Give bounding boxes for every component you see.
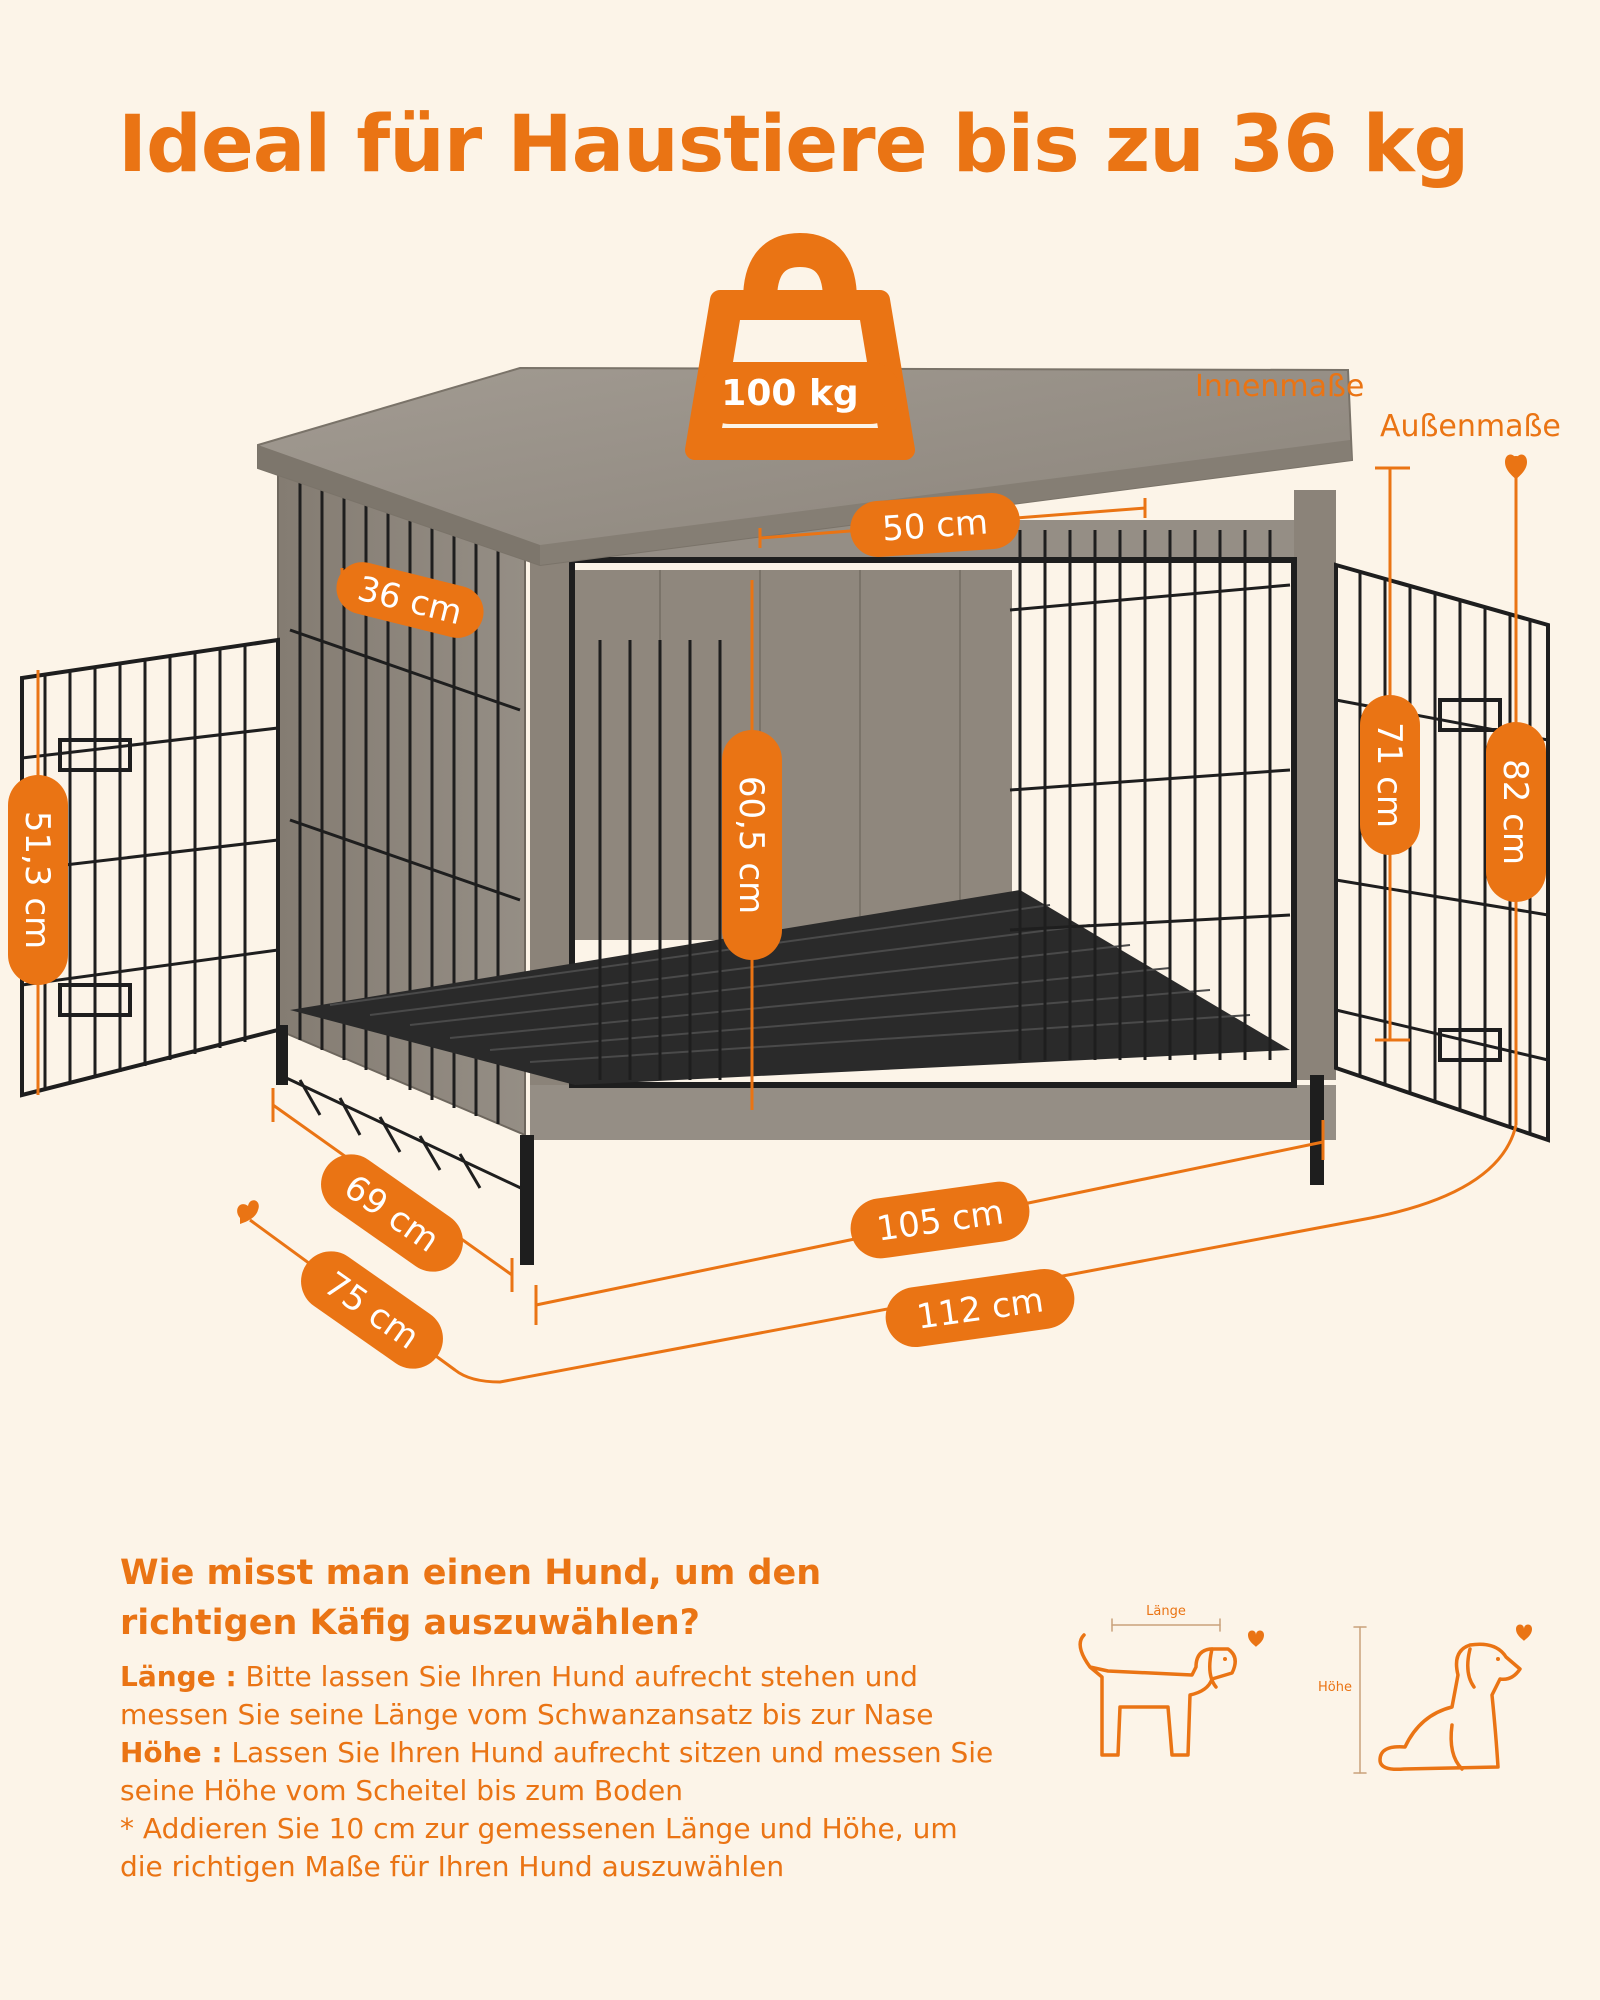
- legend-inner: Innenmaße: [1195, 369, 1364, 404]
- headline: Ideal für Haustiere bis zu 36 kg: [118, 100, 1469, 190]
- product-illustration: 100 kg Innenmaße Außenmaße: [8, 232, 1561, 1384]
- heart-icon: [1505, 454, 1527, 480]
- legend-outer: Außenmaße: [1380, 409, 1561, 444]
- pill-71cm: 71 cm: [1360, 695, 1420, 855]
- pill-513cm: 51,3 cm: [8, 775, 68, 985]
- pill-112cm: 112 cm: [885, 1268, 1075, 1348]
- pill-82cm: 82 cm: [1486, 722, 1546, 902]
- heart-icon: [1248, 1630, 1264, 1647]
- dog-measure-icons: Länge Höhe: [1078, 1604, 1532, 1774]
- pill-50cm: 50 cm: [850, 493, 1020, 557]
- heart-icon: [880, 390, 902, 414]
- svg-text:51,3 cm: 51,3 cm: [17, 811, 57, 949]
- measuring-guide: Wie misst man einen Hund, um den richtig…: [120, 1548, 1000, 1886]
- weight-label: 100 kg: [721, 373, 858, 414]
- crate-leg-back-left: [276, 1025, 288, 1085]
- guide-length: Länge : Bitte lassen Sie Ihren Hund aufr…: [120, 1660, 934, 1731]
- crate-back-panel: [572, 570, 1012, 940]
- weight-icon: 100 kg: [685, 232, 915, 460]
- svg-text:60,5 cm: 60,5 cm: [731, 776, 771, 914]
- dog-crate: [20, 366, 1550, 1265]
- crate-front-right-post: [1294, 490, 1336, 1080]
- heart-icon: [237, 1200, 259, 1224]
- crate-front-bottom-rail: [530, 1085, 1336, 1140]
- standing-dog-icon: [1078, 1618, 1237, 1757]
- sitting-dog-icon: [1353, 1626, 1522, 1774]
- guide-title: Wie misst man einen Hund, um den richtig…: [120, 1553, 822, 1643]
- pill-105cm: 105 cm: [850, 1181, 1030, 1259]
- svg-text:50 cm: 50 cm: [881, 502, 989, 549]
- standing-dog-label: Länge: [1146, 1604, 1186, 1619]
- pill-36cm: 36 cm: [336, 562, 484, 638]
- front-grid: [598, 530, 1291, 1080]
- crate-leg-front-left: [520, 1135, 534, 1265]
- guide-height: Höhe : Lassen Sie Ihren Hund aufrecht si…: [120, 1736, 994, 1807]
- crate-floor-tray: [290, 890, 1290, 1085]
- svg-text:71 cm: 71 cm: [1369, 722, 1409, 828]
- guide-note: * Addieren Sie 10 cm zur gemessenen Läng…: [120, 1812, 958, 1883]
- crate-leg-front-right: [1310, 1075, 1324, 1185]
- svg-text:82 cm: 82 cm: [1495, 759, 1535, 865]
- heart-icon: [1516, 1624, 1532, 1641]
- pill-605cm: 60,5 cm: [722, 730, 782, 960]
- sitting-dog-label: Höhe: [1318, 1680, 1352, 1695]
